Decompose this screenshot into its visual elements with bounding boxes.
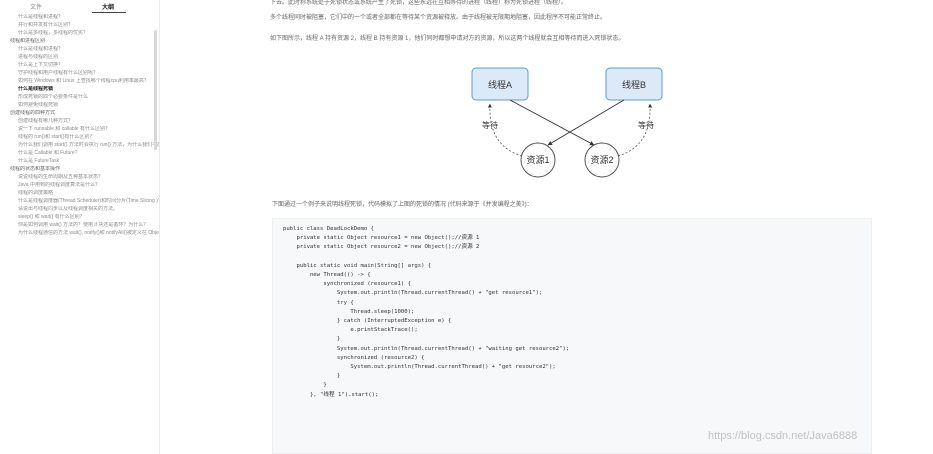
outline-item[interactable]: 进程与线程的区别 — [18, 54, 59, 60]
outline-item[interactable]: 什么是线程调度器(Thread Scheduler)和时间分片(Time Sli… — [18, 198, 160, 204]
thread-b-label: 线程B — [622, 79, 646, 90]
code-block: public class DeadLockDemo { private stat… — [272, 218, 872, 454]
outline-item[interactable]: 说一下 runnable 和 callable 有什么区别？ — [18, 126, 110, 132]
outline-item[interactable]: 线程的 run()和 start()有什么区别？ — [18, 134, 95, 140]
outline-item[interactable]: sleep() 和 wait() 有什么区别？ — [18, 214, 85, 220]
tab-files[interactable]: 文件 — [30, 5, 43, 11]
code-line: Thread.sleep(1000); — [283, 308, 415, 315]
sidebar-scrollbar[interactable] — [154, 30, 157, 150]
outline-item[interactable]: 为什么我们调用 start() 方法时会执行 run() 方法，为什么我们不能直… — [18, 142, 159, 148]
wait-right-arrow — [617, 103, 653, 157]
outline-item[interactable]: 什么是线程和进程？ — [18, 14, 64, 20]
paragraph-figure-intro: 如下图所示，线程 A 持有资源 2，线程 B 持有资源 1，他们同时都想申请对方… — [270, 36, 625, 42]
thread-a-node — [471, 67, 529, 101]
resource-1-label: 资源1 — [526, 155, 549, 165]
resource-2-label: 资源2 — [590, 155, 613, 165]
thread-a-to-resource-2-arrow — [509, 99, 595, 146]
outline-item[interactable]: 创建线程的四种方式 — [10, 110, 56, 116]
code-line: try { — [283, 299, 354, 306]
wait-left-label: 等待 — [482, 120, 498, 130]
code-line: new Thread(() -> { — [283, 272, 371, 279]
code-line: } — [283, 382, 327, 389]
outline-item[interactable]: 说说线程的生命周期及五种基本状态？ — [18, 174, 104, 180]
code-line: private static Object resource1 = new Ob… — [283, 235, 480, 242]
code-intro-text: 下面通过一个例子来说明线程死锁，代码模拟了上图的死锁的情况 (代码来源于《并发编… — [272, 202, 533, 208]
code-line: } — [283, 373, 341, 380]
thread-b-node — [605, 67, 663, 101]
code-line: } — [283, 336, 341, 343]
code-line: private static Object resource2 = new Ob… — [283, 244, 480, 251]
outline-item[interactable]: 什么是 FutureTask — [18, 158, 60, 164]
wait-right-label: 等待 — [638, 120, 654, 130]
outline-item[interactable]: 什么是多线程，多线程的优劣？ — [18, 30, 89, 36]
code-line: synchronized (resource1) { — [283, 281, 411, 288]
code-line: e.printStackTrace(); — [283, 327, 418, 334]
outline-item[interactable]: Java 中用到的线程调度算法是什么？ — [18, 182, 100, 188]
outline-item[interactable]: 形成死锁的四个必要条件是什么 — [18, 94, 89, 100]
code-line: synchronized (resource2) { — [283, 354, 425, 361]
outline-sidebar: 文件 大纲 什么是线程和进程？ 并行和并发有什么区别？ 什么是多线程，多线程的优劣？… — [0, 0, 160, 454]
outline-item[interactable]: 创建线程有哪几种方式？ — [18, 118, 74, 124]
code-line: System.out.println(Thread.currentThread(… — [283, 290, 543, 297]
outline-item[interactable]: 线程和进程区别 — [10, 38, 46, 44]
outline-item[interactable]: 如何在 Windows 和 Linux 上查找哪个线程cpu利用率最高？ — [18, 78, 149, 84]
document-content: 下去。此时称系统处于死锁状态或系统产生了死锁，这些永远在互相等待的进程（线程）称… — [270, 0, 880, 454]
outline-item[interactable]: 什么是上下文切换？ — [18, 62, 64, 68]
thread-b-to-resource-1-arrow — [547, 99, 625, 146]
watermark: https://blog.csdn.net/Java6888 — [708, 430, 858, 442]
code-line: public static void main(String[] args) { — [283, 262, 432, 269]
outline-item[interactable]: 请说出与线程同步以及线程调度相关的方法。 — [18, 206, 119, 212]
outline-item[interactable]: 线程的调度策略 — [18, 190, 54, 196]
deadlock-diagram: 线程A 线程B 资源1 资源2 等待 等待 — [471, 67, 663, 178]
outline-item[interactable]: 什么是线程和进程？ — [18, 46, 64, 52]
wait-left-arrow — [487, 103, 523, 157]
thread-a-label: 线程A — [488, 79, 512, 90]
outline-item[interactable]: 如何避免线程死锁 — [18, 102, 59, 108]
code-line: public class DeadLockDemo { — [283, 226, 374, 232]
active-tab-indicator — [92, 12, 126, 13]
outline-item[interactable]: 守护线程和用户线程有什么区别呢？ — [18, 70, 99, 76]
resource-1-node — [520, 142, 556, 178]
outline-item[interactable]: 你是如何调用 wait() 方法的？使用 if 块还是循环？为什么？ — [18, 222, 149, 228]
code-line: } catch (InterruptedException e) { — [283, 318, 452, 325]
code-line: System.out.println(Thread.currentThread(… — [283, 345, 570, 352]
outline-item[interactable]: 什么是 Callable 和 Future? — [18, 150, 78, 156]
outline-item[interactable]: 什么是线程死锁 — [18, 86, 54, 92]
code-line — [283, 253, 861, 262]
code-line: System.out.println(Thread.currentThread(… — [283, 364, 556, 371]
paragraph-deadlock-definition: 下去。此时称系统处于死锁状态或系统产生了死锁，这些永远在互相等待的进程（线程）称… — [270, 0, 568, 6]
outline-list: 什么是线程和进程？ 并行和并发有什么区别？ 什么是多线程，多线程的优劣？ 线程和进程区… — [0, 14, 160, 238]
outline-item[interactable]: 为什么线程通信的方法 wait(), notify()和 notifyAll()… — [18, 230, 159, 236]
sidebar-tabs: 文件 大纲 — [0, 0, 159, 14]
outline-item[interactable]: 并行和并发有什么区别？ — [18, 22, 74, 28]
outline-item[interactable]: 线程的状态和基本操作 — [10, 166, 61, 172]
resource-2-node — [584, 142, 620, 178]
paragraph-blocked-threads: 多个线程同时被阻塞，它们中的一个或者全部都在等待某个资源被释放。由于线程被无限期… — [270, 15, 607, 21]
code-line: }, "线程 1").start(); — [283, 391, 379, 398]
tab-outline[interactable]: 大纲 — [102, 5, 115, 11]
